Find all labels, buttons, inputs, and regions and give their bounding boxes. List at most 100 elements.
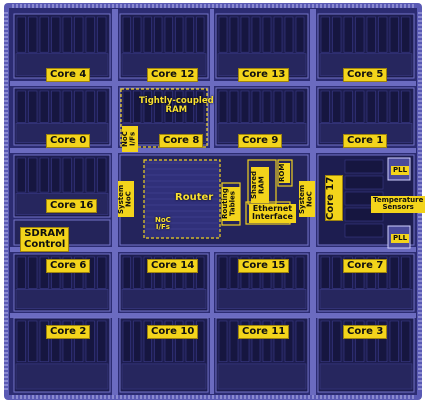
bond-pad <box>4 36 8 38</box>
memory-bank <box>333 257 342 288</box>
bond-pad <box>236 4 238 8</box>
bond-pad <box>418 168 422 170</box>
bond-pad <box>88 4 90 8</box>
bond-pad <box>180 395 182 399</box>
memory-bank <box>321 91 330 122</box>
shared-ram-label: Shared RAM <box>251 167 269 203</box>
bond-pad <box>418 20 422 22</box>
bond-pad <box>312 4 314 8</box>
bond-pad <box>418 112 422 114</box>
bond-pad <box>4 88 8 90</box>
bond-pad <box>368 4 370 8</box>
pll-bottom-label: PLL <box>391 234 409 243</box>
bond-pad <box>4 344 8 346</box>
bond-pad <box>4 40 8 42</box>
bond-pad <box>418 40 422 42</box>
bond-pad <box>148 395 150 399</box>
bond-pad <box>264 395 266 399</box>
memory-bank <box>123 257 131 288</box>
memory-bank <box>17 17 26 52</box>
bond-pad <box>4 116 8 118</box>
memory-bank <box>86 17 95 52</box>
bond-pad <box>232 4 234 8</box>
bond-pad <box>418 380 422 382</box>
core-logic <box>320 289 412 308</box>
bond-pad <box>4 32 8 34</box>
memory-bank <box>155 17 163 52</box>
memory-bank <box>345 224 383 237</box>
bond-pad <box>176 4 178 8</box>
system-noc-right-label: System NoC <box>299 181 315 217</box>
memory-bank <box>63 17 72 52</box>
memory-bank <box>344 17 353 52</box>
bond-pad <box>418 224 422 226</box>
bond-pad <box>164 395 166 399</box>
bond-pad <box>418 308 422 310</box>
bond-pad <box>418 280 422 282</box>
bond-pad <box>4 76 8 78</box>
bond-pad <box>160 395 162 399</box>
bond-pad <box>4 12 8 14</box>
bond-pad <box>4 160 8 162</box>
bond-pad <box>72 4 74 8</box>
bond-pad <box>4 360 8 362</box>
bond-pad <box>408 4 410 8</box>
bond-pad <box>4 20 8 22</box>
bond-pad <box>418 48 422 50</box>
memory-bank <box>98 158 107 192</box>
routing-channel <box>210 252 214 394</box>
bond-pad <box>4 196 8 198</box>
bond-pad <box>4 136 8 138</box>
pll-top-label: PLL <box>391 166 409 175</box>
bond-pad <box>4 152 8 154</box>
bond-pad <box>132 395 134 399</box>
memory-bank <box>390 91 399 122</box>
memory-bank <box>86 91 95 122</box>
memory-bank <box>345 160 383 173</box>
bond-pad <box>418 32 422 34</box>
bond-pad <box>4 60 8 62</box>
system-noc-left-line2: NoC <box>124 191 132 207</box>
bond-pad <box>4 256 8 258</box>
bond-pad <box>418 68 422 70</box>
memory-bank <box>75 17 84 52</box>
rom-label: ROM <box>279 163 290 183</box>
system-noc-left-label: System NoC <box>118 181 134 217</box>
bond-pad <box>108 395 110 399</box>
memory-bank <box>17 158 26 192</box>
bond-pad <box>4 280 8 282</box>
bond-pad <box>204 4 206 8</box>
bond-pad <box>336 4 338 8</box>
bond-pad <box>418 12 422 14</box>
bond-pad <box>236 395 238 399</box>
memory-bank <box>402 91 411 122</box>
bond-pad <box>208 395 210 399</box>
core-label-7: Core 7 <box>343 259 387 273</box>
bond-pad <box>200 4 202 8</box>
bond-pad <box>252 395 254 399</box>
sdram-control-line2: Control <box>24 240 65 251</box>
bond-pad <box>252 4 254 8</box>
bond-pad <box>4 244 8 246</box>
bond-pad <box>336 395 338 399</box>
bond-pad <box>4 232 8 234</box>
memory-bank <box>123 17 131 52</box>
bond-pad <box>418 264 422 266</box>
bond-pad <box>4 64 8 66</box>
bond-pad <box>418 328 422 330</box>
bond-pad <box>28 395 30 399</box>
memory-bank <box>134 321 142 362</box>
shared-ram-line2: RAM <box>257 176 265 194</box>
bond-pad <box>4 372 8 374</box>
bond-pad <box>418 296 422 298</box>
bond-pad <box>4 68 8 70</box>
bond-pad <box>28 4 30 8</box>
bond-pad <box>418 144 422 146</box>
bond-pad <box>418 24 422 26</box>
bond-pad <box>68 395 70 399</box>
bond-pad <box>4 168 8 170</box>
temperature-sensors-line2: Sensors <box>373 204 423 211</box>
bond-pad <box>384 395 386 399</box>
bond-pad <box>4 212 8 214</box>
bond-pad <box>418 84 422 86</box>
